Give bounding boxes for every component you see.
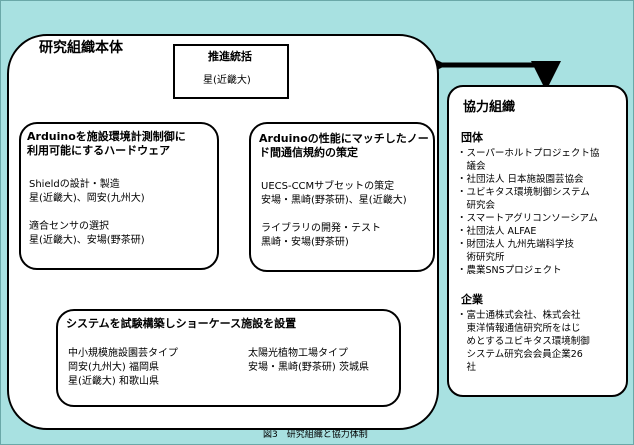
- protocol-title-line1: Arduinoの性能にマッチしたノー: [259, 132, 429, 145]
- system-box: システムを試験構築しショーケース施設を設置 中小規模施設園芸タイプ 岡安(九州大…: [56, 309, 401, 407]
- groups-heading: 団体: [461, 131, 483, 144]
- protocol-box: Arduinoの性能にマッチしたノー ド間通信規約の策定 UECS-CCMサブセ…: [249, 122, 435, 272]
- arrow-main-cooperation: [417, 50, 561, 91]
- company-item: 社: [457, 362, 477, 373]
- hardware-item: Shieldの設計・製造: [29, 179, 120, 190]
- hardware-item: 適合センサの選択: [29, 221, 109, 232]
- hardware-item: 星(近畿大)、岡安(九州大): [29, 193, 145, 204]
- promotion-member: 星(近畿大): [203, 75, 251, 86]
- system-right-item: 太陽光植物工場タイプ: [248, 348, 348, 359]
- group-item: ・農業SNSプロジェクト: [457, 265, 562, 276]
- company-item: ・富士通株式会社、株式会社: [457, 310, 581, 321]
- group-item: 議会: [457, 161, 486, 172]
- protocol-item: 安場・黒崎(野茶研)、星(近畿大): [261, 195, 407, 206]
- group-item: ・スーパーホルトプロジェクト協: [457, 148, 600, 159]
- system-left-item: 岡安(九州大) 福岡県: [68, 362, 159, 373]
- main-organization-title: 研究組織本体: [39, 40, 123, 56]
- system-right-item: 安場・黒崎(野茶研) 茨城県: [248, 362, 369, 373]
- company-item: めとするユビキタス環境制御: [457, 336, 590, 347]
- figure-caption: 図3 研究組織と協力体制: [263, 430, 368, 440]
- system-title: システムを試験構築しショーケース施設を設置: [66, 317, 297, 330]
- group-item: ・社団法人 日本施設園芸協会: [457, 174, 584, 185]
- group-item: 研究会: [457, 200, 496, 211]
- hardware-box: Arduinoを施設環境計測制御に 利用可能にするハードウェア Shieldの設…: [19, 122, 219, 270]
- promotion-title: 推進統括: [208, 50, 252, 63]
- company-item: 東洋情報通信研究所をはじ: [457, 323, 581, 334]
- protocol-item: ライブラリの開発・テスト: [261, 223, 381, 234]
- cooperation-box: 協力組織 団体 ・スーパーホルトプロジェクト協 議会 ・社団法人 日本施設園芸協…: [447, 85, 628, 397]
- company-item: システム研究会会員企業26: [457, 349, 583, 360]
- protocol-item: 黒崎・安場(野茶研): [261, 237, 349, 248]
- hardware-item: 星(近畿大)、安場(野茶研): [29, 235, 145, 246]
- group-item: ・社団法人 ALFAE: [457, 226, 537, 237]
- system-left-item: 中小規模施設園芸タイプ: [68, 348, 178, 359]
- group-item: ・スマートアグリコンソーシアム: [457, 213, 598, 224]
- hardware-title-line1: Arduinoを施設環境計測制御に: [27, 130, 186, 143]
- group-item: 術研究所: [457, 252, 505, 263]
- cooperation-title: 協力組織: [463, 100, 516, 115]
- promotion-box: 推進統括 星(近畿大): [173, 44, 289, 99]
- protocol-title-line2: ド間通信規約の策定: [259, 146, 358, 159]
- protocol-item: UECS-CCMサブセットの策定: [261, 181, 395, 192]
- group-item: ・財団法人 九州先端科学技: [457, 239, 575, 250]
- companies-heading: 企業: [461, 293, 483, 306]
- system-left-item: 星(近畿大) 和歌山県: [68, 376, 159, 387]
- group-item: ・ユビキタス環境制御システム: [457, 187, 590, 198]
- hardware-title-line2: 利用可能にするハードウェア: [27, 144, 171, 157]
